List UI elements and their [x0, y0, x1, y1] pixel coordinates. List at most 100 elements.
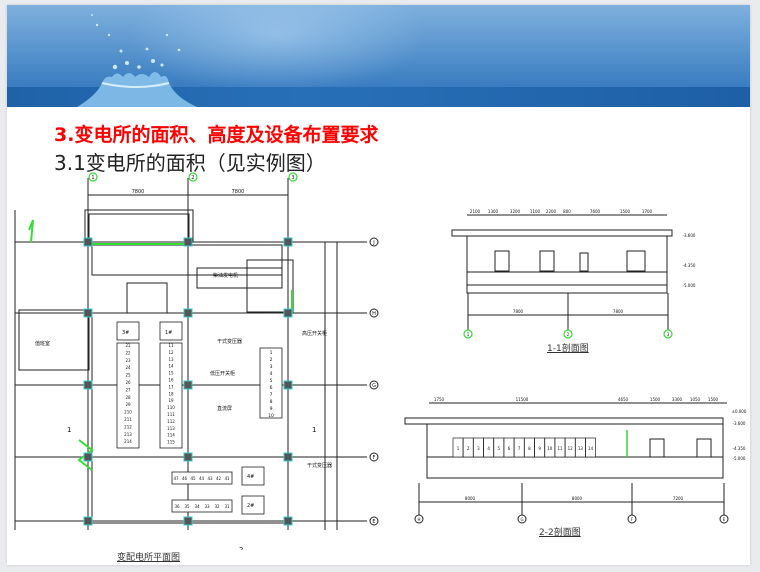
bottom-row-bottom-label: 33 — [204, 504, 210, 509]
lv-left-cabinet-label: 213 — [124, 432, 132, 437]
s1-top-dim: 2200 — [546, 209, 557, 214]
bottom-row-top-label: 43 — [207, 476, 213, 481]
slide-subheading: 3.1变电所的面积（见实例图） — [54, 151, 326, 175]
s2-axis-h: H — [417, 517, 420, 522]
s2-cabinet-label: 7 — [518, 446, 521, 451]
bottom-row-top-label: 47 — [173, 476, 179, 481]
hv-cabinet-label: 2 — [270, 357, 273, 363]
lv-left-cabinet-label: 29 — [125, 402, 131, 407]
lv-right-cabinet-label: 115 — [167, 440, 175, 445]
label-t3: 3# — [122, 330, 129, 336]
s2-level-2: -3.600 — [733, 421, 746, 426]
s2-cabinet-label: 14 — [588, 446, 594, 451]
s2-top-dim: 1500 — [650, 397, 661, 402]
hv-cabinet-label: 5 — [270, 378, 273, 384]
slide: 3.变电所的面积、高度及设备布置要求 3.1变电所的面积（见实例图） — [7, 5, 750, 565]
s2-cabinet — [585, 437, 596, 458]
s2-top-dim: 1750 — [434, 397, 445, 402]
floor-plan-drawing: 1 2 3 J H G F E 7800 7800 干式变压器 高压开关柜 低压… — [14, 172, 379, 550]
lv-left-cabinet-label: 212 — [124, 424, 132, 429]
plan-dim-2: 7800 — [232, 189, 245, 195]
s1-axis-1: 1 — [467, 332, 470, 337]
s2-bottom-dim-3: 7200 — [673, 496, 684, 501]
s2-cabinet-label: 9 — [538, 446, 541, 451]
hv-cabinet-label: 1 — [270, 350, 273, 356]
plan-caption: 变配电所平面图 — [117, 553, 181, 563]
bottom-row-top-label: 45 — [190, 476, 196, 481]
header-banner — [7, 5, 750, 107]
s1-level-3: -5.000 — [683, 283, 696, 288]
lv-left-cabinet-label: 214 — [124, 439, 132, 444]
bottom-row-top-label: 46 — [182, 476, 188, 481]
s2-bottom-dim-2: 8000 — [572, 496, 583, 501]
s1-bottom-dim-2: 7800 — [613, 309, 624, 314]
lv-left-cabinet-label: 211 — [124, 417, 132, 422]
lv-right-cabinet-label: 114 — [167, 433, 175, 438]
lv-right-cabinet-label: 17 — [168, 384, 174, 389]
s1-top-dim: 1700 — [642, 209, 653, 214]
plan-axis-1: 1 — [91, 175, 94, 181]
plan-axis-h: H — [372, 311, 376, 317]
bottom-row-bottom-label: 34 — [194, 504, 200, 509]
hv-cabinet-label: 10 — [268, 413, 274, 419]
s2-cabinet-label: 11 — [557, 446, 563, 451]
bottom-row-top-label: 44 — [199, 476, 205, 481]
hv-cabinet-label: 7 — [270, 392, 273, 398]
plan-axis-f: F — [373, 455, 376, 461]
lv-right-cabinet-label: 13 — [168, 357, 174, 362]
section-mark-2: 2 — [239, 546, 243, 550]
s1-top-dim: 1500 — [620, 209, 631, 214]
lv-right-cabinet-label: 14 — [168, 364, 174, 369]
plan-axis-e: E — [372, 519, 375, 525]
lv-left-cabinet-label: 22 — [125, 350, 131, 355]
s2-top-dim: 11500 — [516, 397, 529, 402]
plan-axis-g: G — [372, 383, 376, 389]
plan-dim-1: 7800 — [132, 189, 145, 195]
plan-axis-2: 2 — [191, 175, 194, 181]
label-lv-switch: 低压开关柜 — [210, 370, 235, 377]
s1-top-dim: 2100 — [470, 209, 481, 214]
label-dc-screen: 直流屏 — [217, 405, 232, 412]
s2-cabinet-label: 1 — [457, 446, 460, 451]
label-t1: 1# — [165, 330, 172, 336]
s2-cabinet-label: 2 — [467, 446, 470, 451]
hv-cabinet-label: 3 — [270, 364, 273, 370]
s2-cabinet-label: 13 — [578, 446, 584, 451]
label-hv-switch: 高压开关柜 — [302, 330, 327, 337]
lv-right-cabinet-label: 16 — [168, 378, 174, 383]
lv-left-cabinet-label: 28 — [125, 395, 131, 400]
bottom-row-top-label: 42 — [216, 476, 222, 481]
section-mark-1a: 1 — [67, 426, 71, 434]
lv-left-cabinet-label: 27 — [125, 387, 131, 392]
hv-cabinet-label: 4 — [270, 371, 273, 377]
bottom-row-top-label: 41 — [224, 476, 230, 481]
lv-right-cabinet-label: 113 — [167, 426, 175, 431]
s2-bottom-dim-1: 8000 — [465, 496, 476, 501]
s2-top-dim: 3300 — [672, 397, 683, 402]
section-1-caption: 1-1剖面图 — [547, 344, 589, 354]
s1-top-dim: 800 — [563, 209, 571, 214]
bottom-row-bottom-label: 35 — [184, 504, 190, 509]
hv-cabinet-label: 9 — [270, 406, 273, 412]
lv-right-cabinet-label: 12 — [168, 350, 174, 355]
water-splash-icon — [77, 14, 197, 107]
label-transformer-bottom: 干式变压器 — [307, 462, 332, 469]
s2-axis-e: E — [723, 517, 726, 522]
label-transformer-top: 干式变压器 — [217, 338, 242, 345]
lv-right-cabinet-label: 15 — [168, 371, 174, 376]
s2-cabinet-label: 10 — [547, 446, 553, 451]
bottom-row-bottom-label: 36 — [174, 504, 180, 509]
s2-top-dim: 4650 — [618, 397, 629, 402]
s2-cabinet-label: 12 — [568, 446, 574, 451]
label-t4: 4# — [247, 474, 254, 480]
section-2-caption: 2-2剖面图 — [539, 528, 581, 538]
label-t2: 2# — [247, 503, 254, 509]
s2-cabinet-label: 4 — [487, 446, 490, 451]
slide-heading: 3.变电所的面积、高度及设备布置要求 — [54, 124, 379, 146]
s1-axis-2: 2 — [567, 332, 570, 337]
s1-top-dim: 1100 — [530, 209, 541, 214]
s1-top-dim: 7600 — [590, 209, 601, 214]
banner-band — [7, 87, 750, 107]
